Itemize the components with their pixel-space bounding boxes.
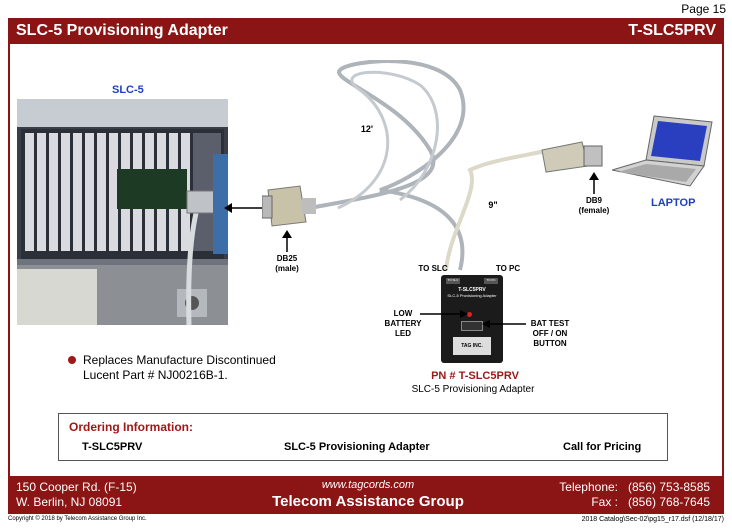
laptop-label: LAPTOP <box>651 197 696 209</box>
adapter-device: TO SLC TO PC T-SLC5PRV SLC-5 Provisionin… <box>441 275 503 363</box>
company-name: Telecom Assistance Group <box>272 493 464 510</box>
footer-address: 150 Cooper Rd. (F-15) W. Berlin, NJ 0809… <box>16 480 137 510</box>
low-battery-line2: BATTERY <box>384 319 422 328</box>
cable-assembly <box>309 60 551 271</box>
content-frame <box>8 44 724 476</box>
bat-test-switch[interactable] <box>461 321 483 331</box>
telephone-label: Telephone: <box>559 480 618 494</box>
phone-values: (856) 753-8585 (856) 768-7645 <box>628 480 710 510</box>
fax-label: Fax : <box>591 495 618 509</box>
address-line2: W. Berlin, NJ 08091 <box>16 495 123 509</box>
slc5-shelf-photo <box>17 99 228 325</box>
ordering-heading: Ordering Information: <box>69 420 193 434</box>
copyright-text: Copyright © 2018 by Telecom Assistance G… <box>8 516 147 522</box>
laptop-icon <box>612 115 713 187</box>
bat-test-label: BAT TEST OFF / ON BUTTON <box>525 319 575 349</box>
db9-name: DB9 <box>585 196 602 205</box>
phone-labels: Telephone: Fax : <box>546 480 618 510</box>
part-number-caption: PN # T-SLC5PRV <box>431 370 519 382</box>
address-line1: 150 Cooper Rd. (F-15) <box>16 480 137 494</box>
device-model: T-SLC5PRV <box>458 287 486 293</box>
telephone-number: (856) 753-8585 <box>628 480 711 494</box>
bat-test-arrow <box>482 320 526 328</box>
bullet-line1: Replaces Manufacture Discontinued <box>83 353 276 367</box>
part-description-caption: SLC-5 Provisioning Adapter <box>411 384 535 395</box>
fax-number: (856) 768-7645 <box>628 495 711 509</box>
low-battery-arrow <box>420 310 468 318</box>
title-bar: SLC-5 Provisioning Adapter T-SLC5PRV <box>8 18 724 44</box>
catalog-reference: 2018 Catalog\Sec-02\pg15_r17.dsf (12/18/… <box>581 516 724 523</box>
low-battery-led <box>467 312 472 317</box>
db9-label-arrow <box>589 172 599 194</box>
page-title: SLC-5 Provisioning Adapter <box>16 22 228 39</box>
bullet-text: Replaces Manufacture Discontinued Lucent… <box>83 353 276 383</box>
bullet-line2: Lucent Part # NJ00216B-1. <box>83 368 228 382</box>
website-link[interactable]: www.tagcords.com <box>321 479 415 491</box>
slc5-label: SLC-5 <box>112 84 144 96</box>
low-battery-line3: LED <box>395 329 411 338</box>
page-number: Page 15 <box>681 2 726 16</box>
bat-test-line3: BUTTON <box>533 339 567 348</box>
ordering-info-box <box>58 413 668 461</box>
to-slc-label: TO SLC <box>418 264 448 273</box>
db25-label-arrow <box>282 230 292 252</box>
bullet-dot <box>68 356 76 364</box>
bat-test-line1: BAT TEST <box>530 319 570 328</box>
footer-bar: 150 Cooper Rd. (F-15) W. Berlin, NJ 0809… <box>8 476 724 514</box>
db9-connector <box>541 141 603 173</box>
device-label-plate: T-SLC5PRV SLC-5 Provisioning Adapter <box>445 287 499 305</box>
db9-label: DB9 (female) <box>568 196 620 216</box>
db9-gender: (female) <box>578 206 610 215</box>
ordering-price: Call for Pricing <box>563 441 642 453</box>
device-subtitle: SLC-5 Provisioning Adapter <box>447 293 497 298</box>
db25-connector <box>262 185 316 227</box>
tag-logo-badge: TAG INC. <box>453 337 491 355</box>
low-battery-line1: LOW <box>393 309 413 318</box>
db25-label: DB25 (male) <box>262 254 312 274</box>
part-number-title: T-SLC5PRV <box>628 22 716 39</box>
device-port-slc: TO SLC <box>446 278 460 284</box>
to-pc-label: TO PC <box>495 264 521 273</box>
db25-gender: (male) <box>275 264 299 273</box>
ordering-description: SLC-5 Provisioning Adapter <box>284 441 430 453</box>
ordering-part: T-SLC5PRV <box>82 441 143 453</box>
cable-length-12: 12' <box>360 124 374 134</box>
device-port-pc: TO PC <box>484 278 498 284</box>
low-battery-led-label: LOW BATTERY LED <box>383 309 423 339</box>
cable-length-9: 9" <box>488 200 498 210</box>
device-ports: TO SLC TO PC <box>446 278 498 292</box>
bat-test-line2: OFF / ON <box>532 329 568 338</box>
db25-name: DB25 <box>276 254 298 263</box>
db25-arrow <box>224 203 266 213</box>
